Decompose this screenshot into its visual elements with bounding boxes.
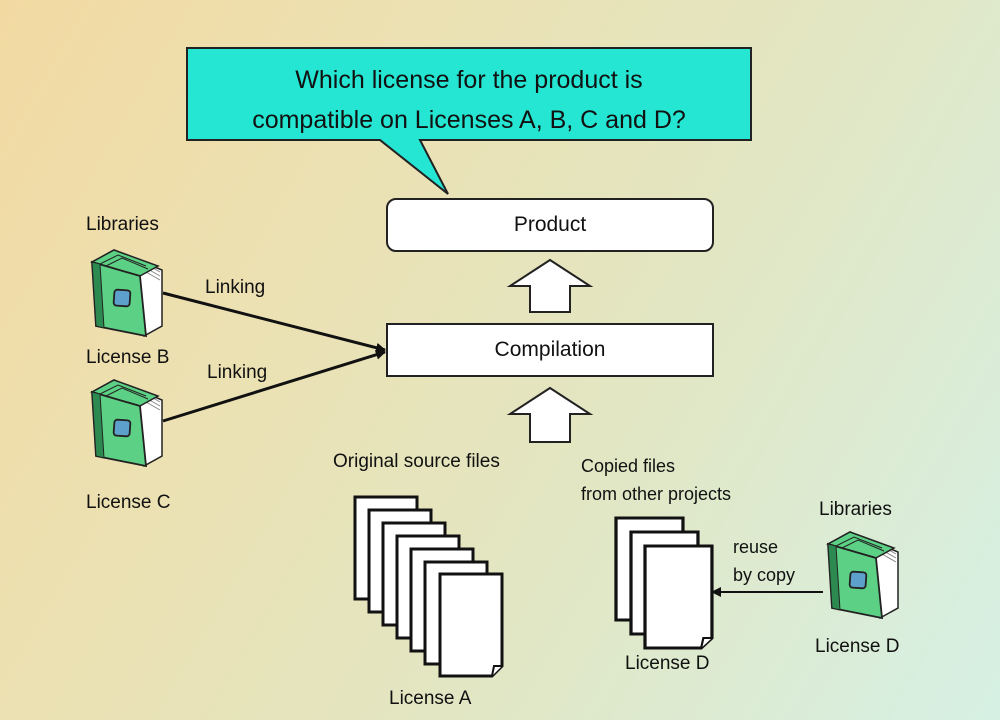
copied-license-d-label: License D (625, 653, 710, 674)
up-arrow-to-product (506, 258, 594, 313)
original-source-label: Original source files (333, 451, 500, 472)
copied-files-line-1: Copied files (581, 456, 676, 476)
linking-label-upper: Linking (205, 277, 266, 298)
callout-line-2: compatible on Licenses A, B, C and D? (252, 106, 686, 134)
book-icon-license-c (91, 379, 163, 467)
compilation-box: Compilation (386, 323, 714, 377)
libraries-left-title: Libraries (86, 214, 159, 235)
product-label: Product (513, 213, 587, 236)
linking-arrow-c (162, 349, 386, 423)
reuse-line-2: by copy (733, 565, 796, 585)
copied-files-line-2: from other projects (581, 484, 732, 504)
book-icon-license-d (827, 531, 899, 619)
callout-text: Which license for the product is compati… (188, 60, 750, 140)
license-d-library-label: License D (815, 636, 900, 657)
license-b-label: License B (86, 347, 170, 368)
license-c-label: License C (86, 492, 171, 513)
reuse-line-1: reuse (733, 537, 779, 557)
copied-files-icon (614, 516, 714, 650)
callout-line-1: Which license for the product is (295, 66, 643, 94)
product-box: Product (386, 198, 714, 252)
license-a-label: License A (389, 688, 472, 709)
callout-bubble (186, 47, 752, 195)
linking-label-lower: Linking (207, 362, 268, 383)
original-files-icon (353, 495, 504, 678)
copied-files-label: Copied files from other projects (581, 452, 731, 508)
reuse-by-copy-label: reuse by copy (733, 533, 795, 589)
libraries-right-title: Libraries (819, 499, 892, 520)
compilation-label: Compilation (494, 338, 606, 361)
book-icon-license-b (91, 249, 163, 337)
linking-arrow-b (162, 291, 386, 353)
up-arrow-to-compilation (506, 386, 594, 443)
